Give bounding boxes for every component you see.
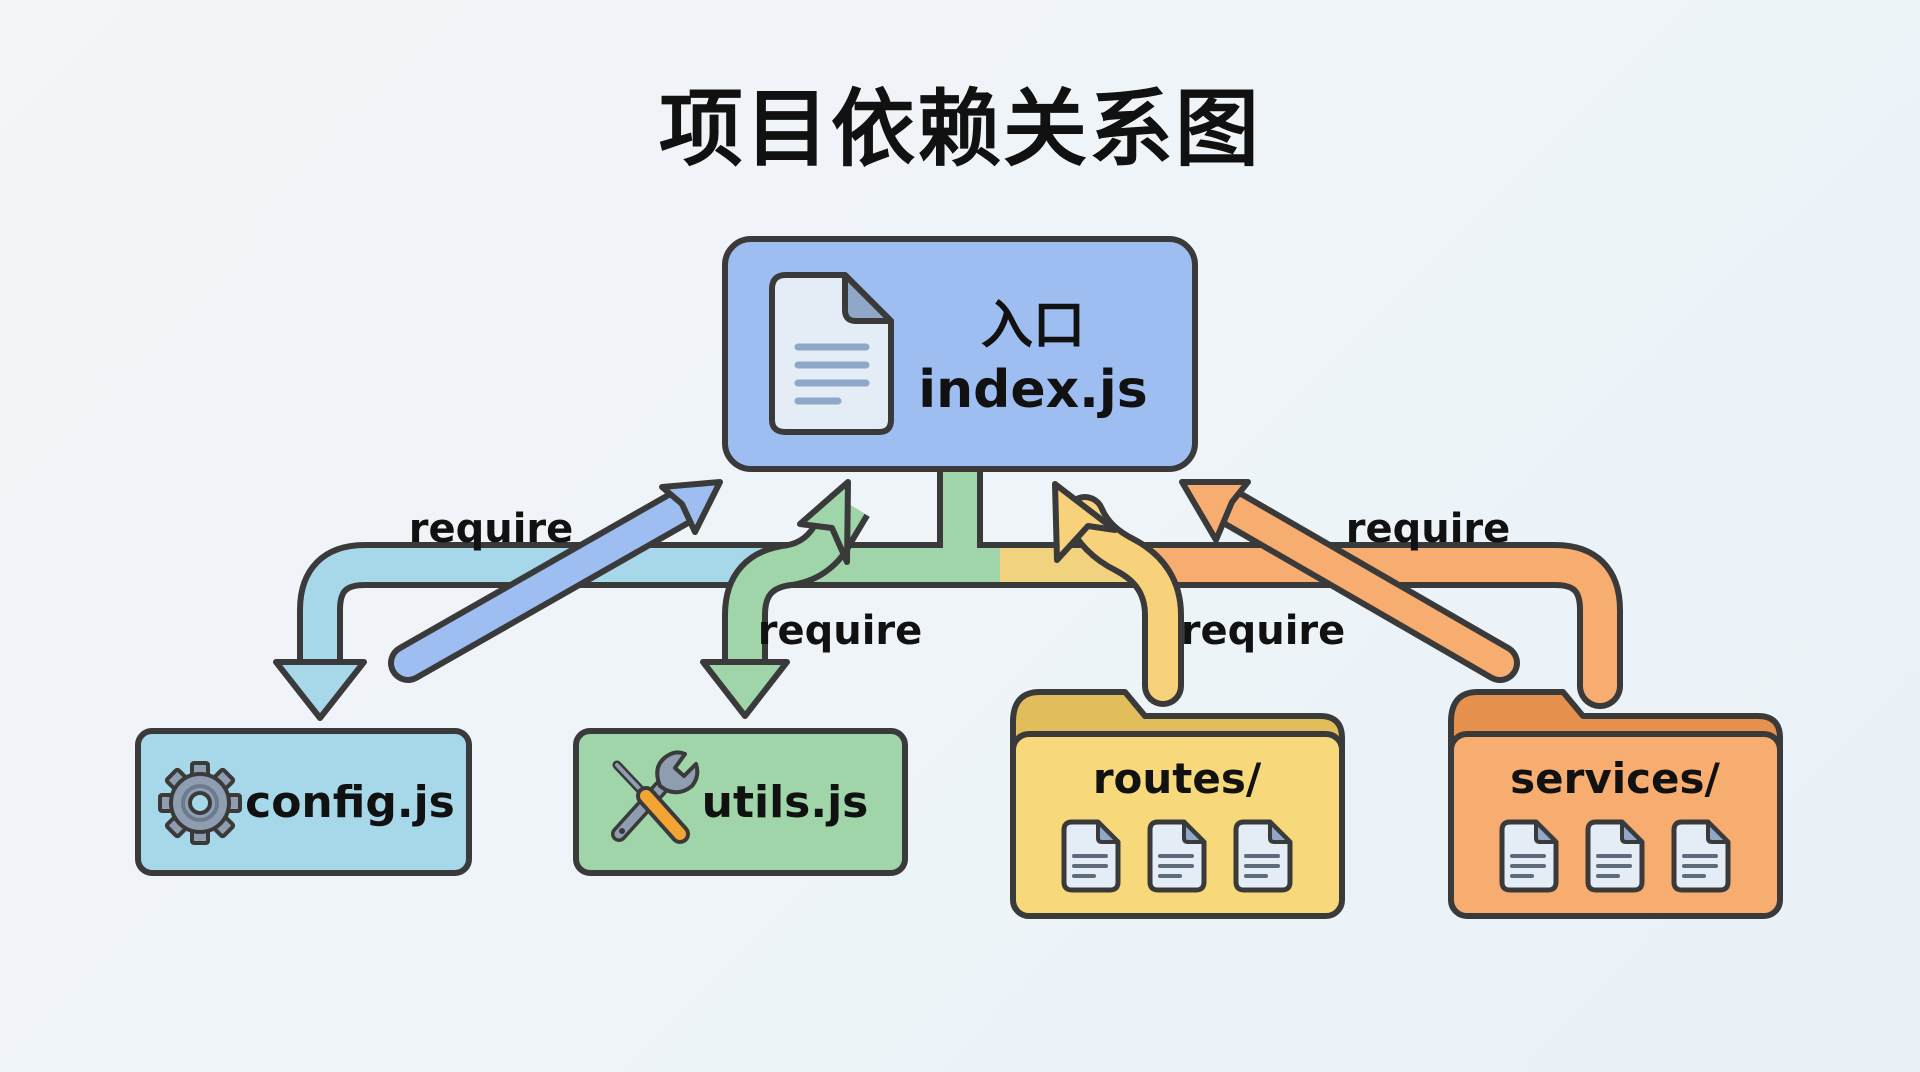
diagram-title: 项目依赖关系图 <box>658 80 1261 178</box>
routes-files <box>1061 819 1293 893</box>
edge-label-config: require <box>409 506 574 552</box>
index-label-file: index.js <box>918 360 1147 420</box>
routes-label: routes/ <box>1093 754 1262 803</box>
file-icon <box>1671 819 1731 893</box>
file-icon <box>1061 819 1121 893</box>
edge-label-services: require <box>1346 506 1511 552</box>
index-out-connector <box>297 447 1623 709</box>
arrow-index-to-config <box>273 659 367 721</box>
utils-label: utils.js <box>702 777 869 828</box>
edge-label-routes: require <box>1181 608 1346 654</box>
gear-icon <box>158 761 242 845</box>
node-index[interactable]: 入口 index.js <box>722 236 1198 472</box>
arrow-utils-index <box>700 479 870 719</box>
arrow-services-to-index <box>1179 479 1520 683</box>
file-icon <box>1499 819 1559 893</box>
file-icon <box>1585 819 1645 893</box>
services-label: services/ <box>1510 754 1720 803</box>
node-utils[interactable]: utils.js <box>573 728 908 876</box>
node-services[interactable]: services/ <box>1448 689 1783 919</box>
file-icon <box>1147 819 1207 893</box>
edge-label-utils: require <box>758 608 923 654</box>
arrow-routes-to-index <box>1052 481 1184 707</box>
config-label: config.js <box>245 777 455 828</box>
tools-icon <box>611 750 700 844</box>
node-config[interactable]: config.js <box>135 728 472 876</box>
index-label-cn: 入口 <box>981 296 1085 356</box>
arrow-config-to-index <box>388 479 723 683</box>
file-icon <box>769 272 894 435</box>
file-icon <box>1233 819 1293 893</box>
services-files <box>1499 819 1731 893</box>
node-routes[interactable]: routes/ <box>1010 689 1345 919</box>
